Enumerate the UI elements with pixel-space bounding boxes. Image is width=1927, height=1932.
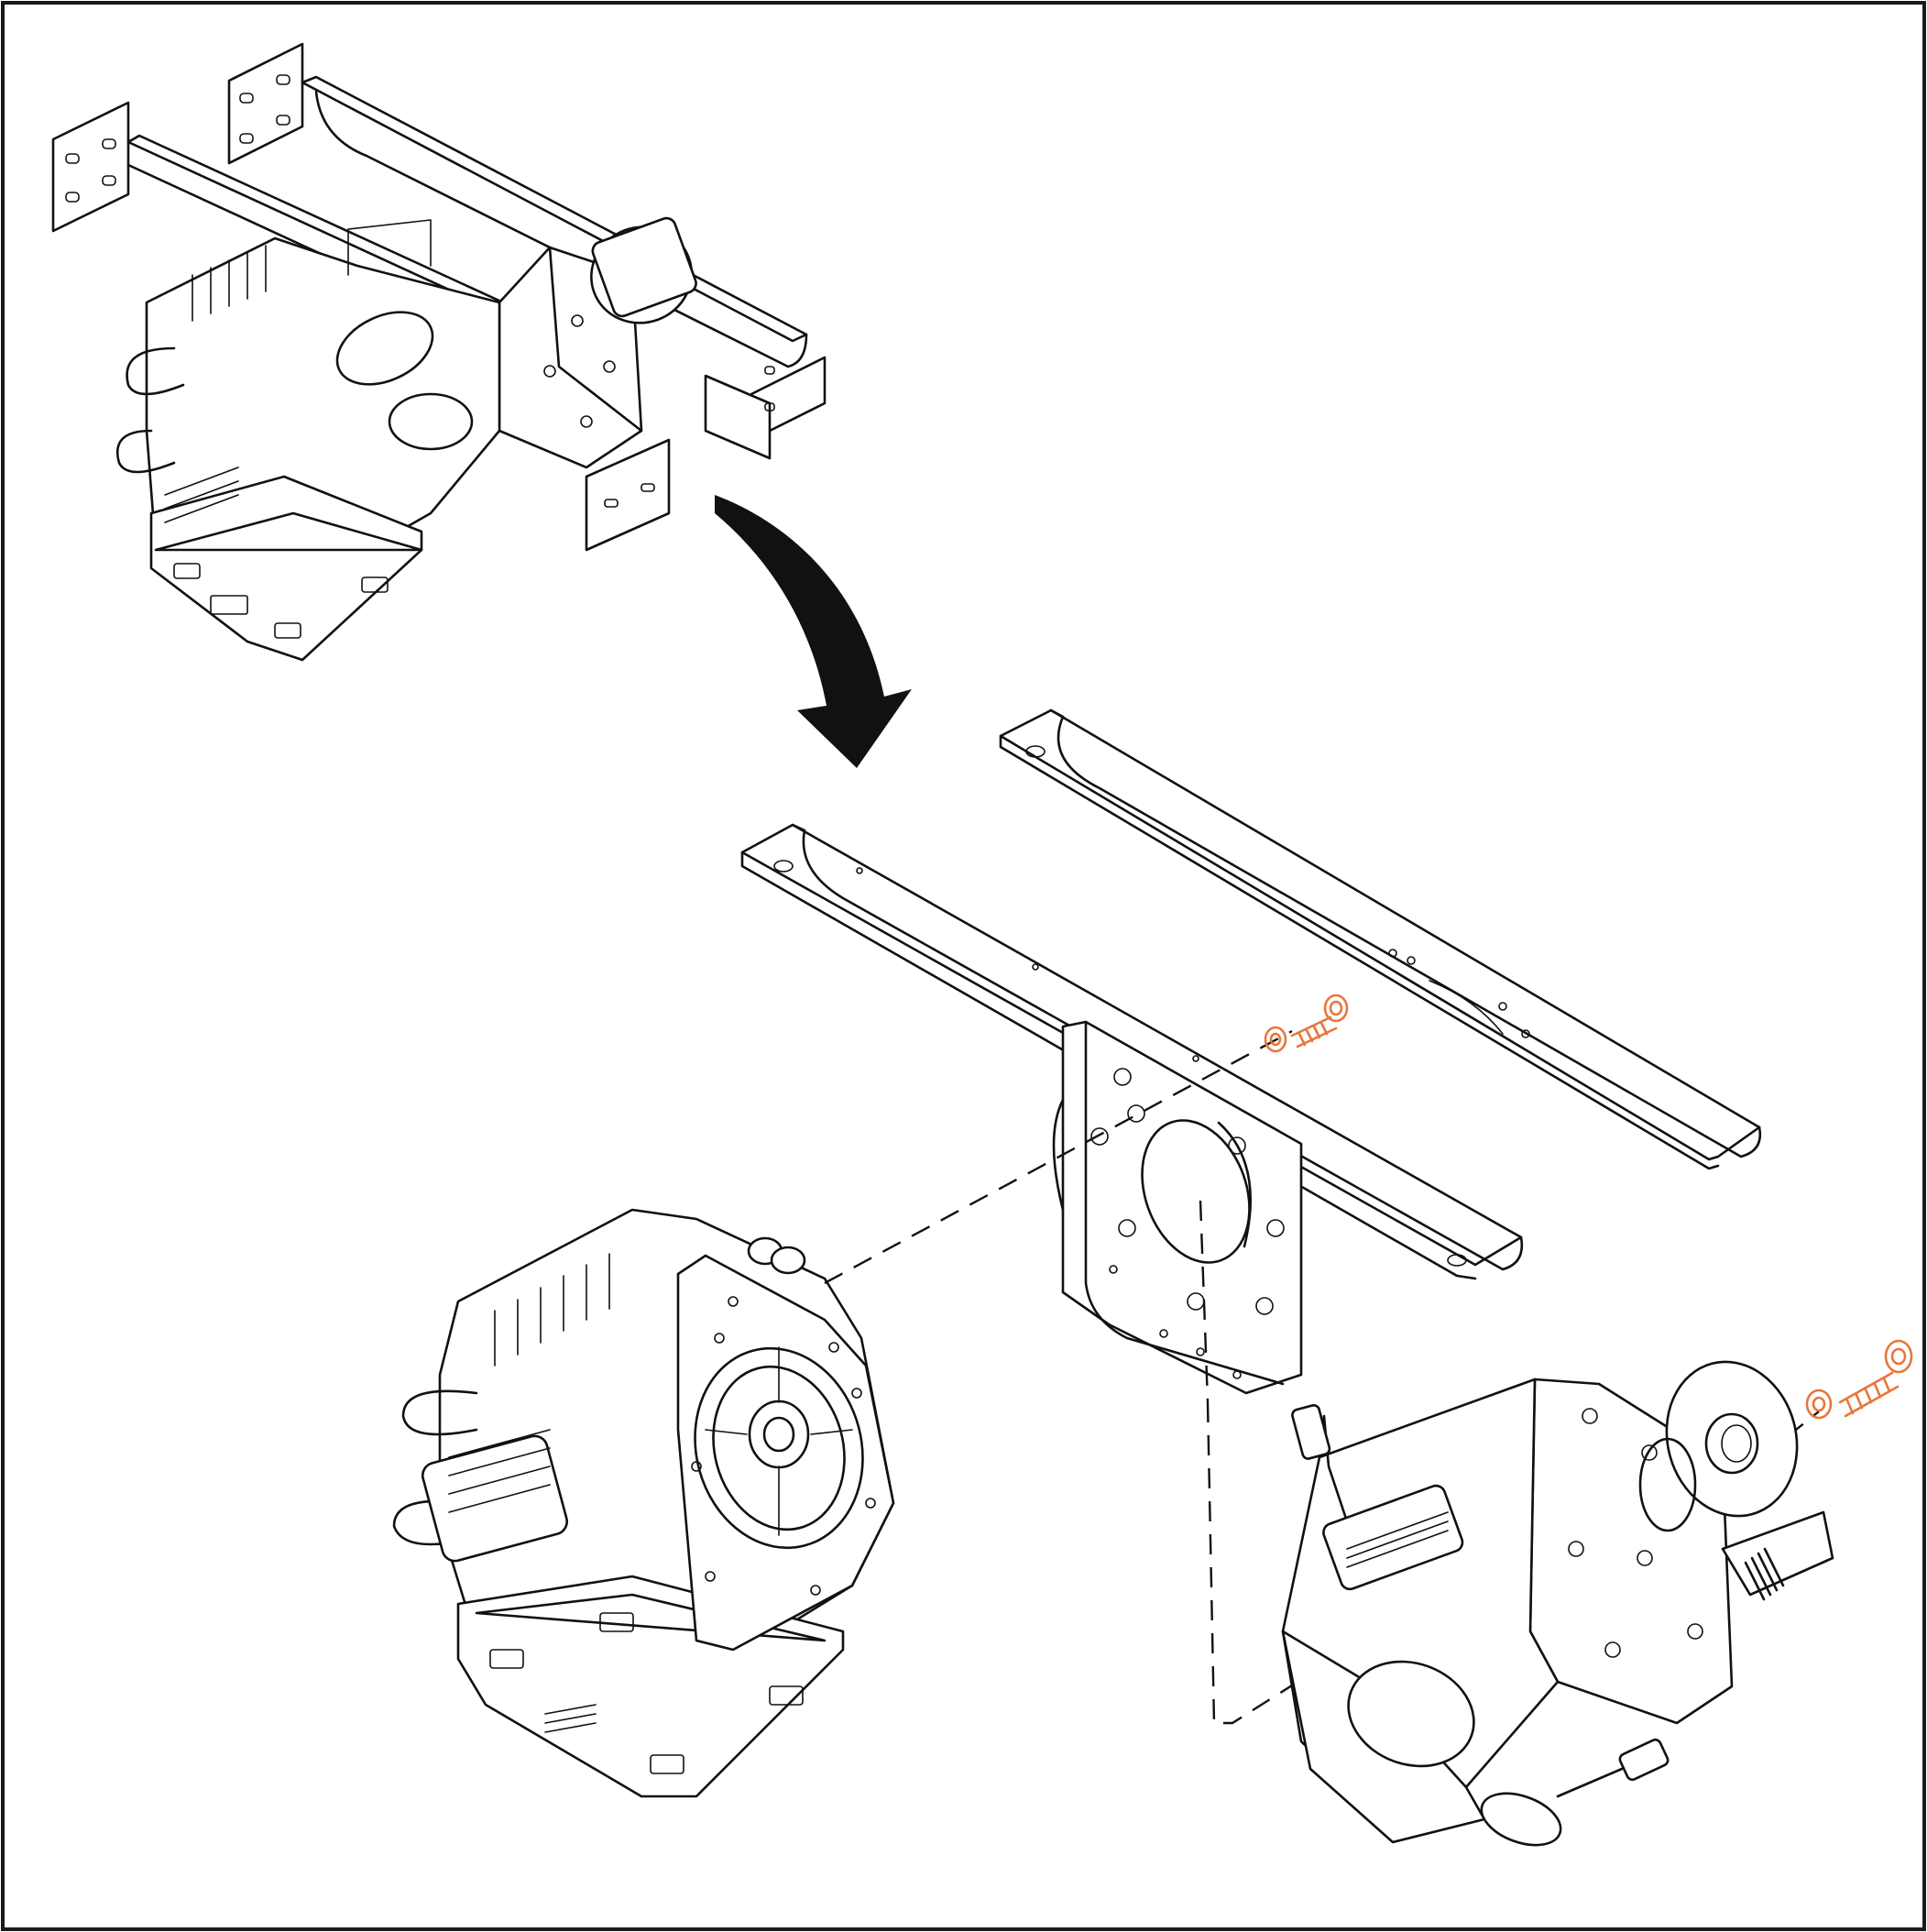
washer-right — [1805, 1389, 1833, 1420]
electric-drive-motor — [392, 1208, 895, 1798]
mounting-bracket-plate — [1052, 1020, 1303, 1395]
washer-upper — [1264, 1026, 1287, 1053]
mounting-crossmember-rear — [999, 708, 1762, 1170]
assembled-motor-and-mount — [51, 42, 827, 662]
curved-arrow-down-icon — [715, 495, 912, 768]
bolt-right — [1838, 1339, 1913, 1418]
bolt-upper — [1290, 993, 1349, 1048]
gearbox-unit — [1281, 1360, 1834, 1847]
